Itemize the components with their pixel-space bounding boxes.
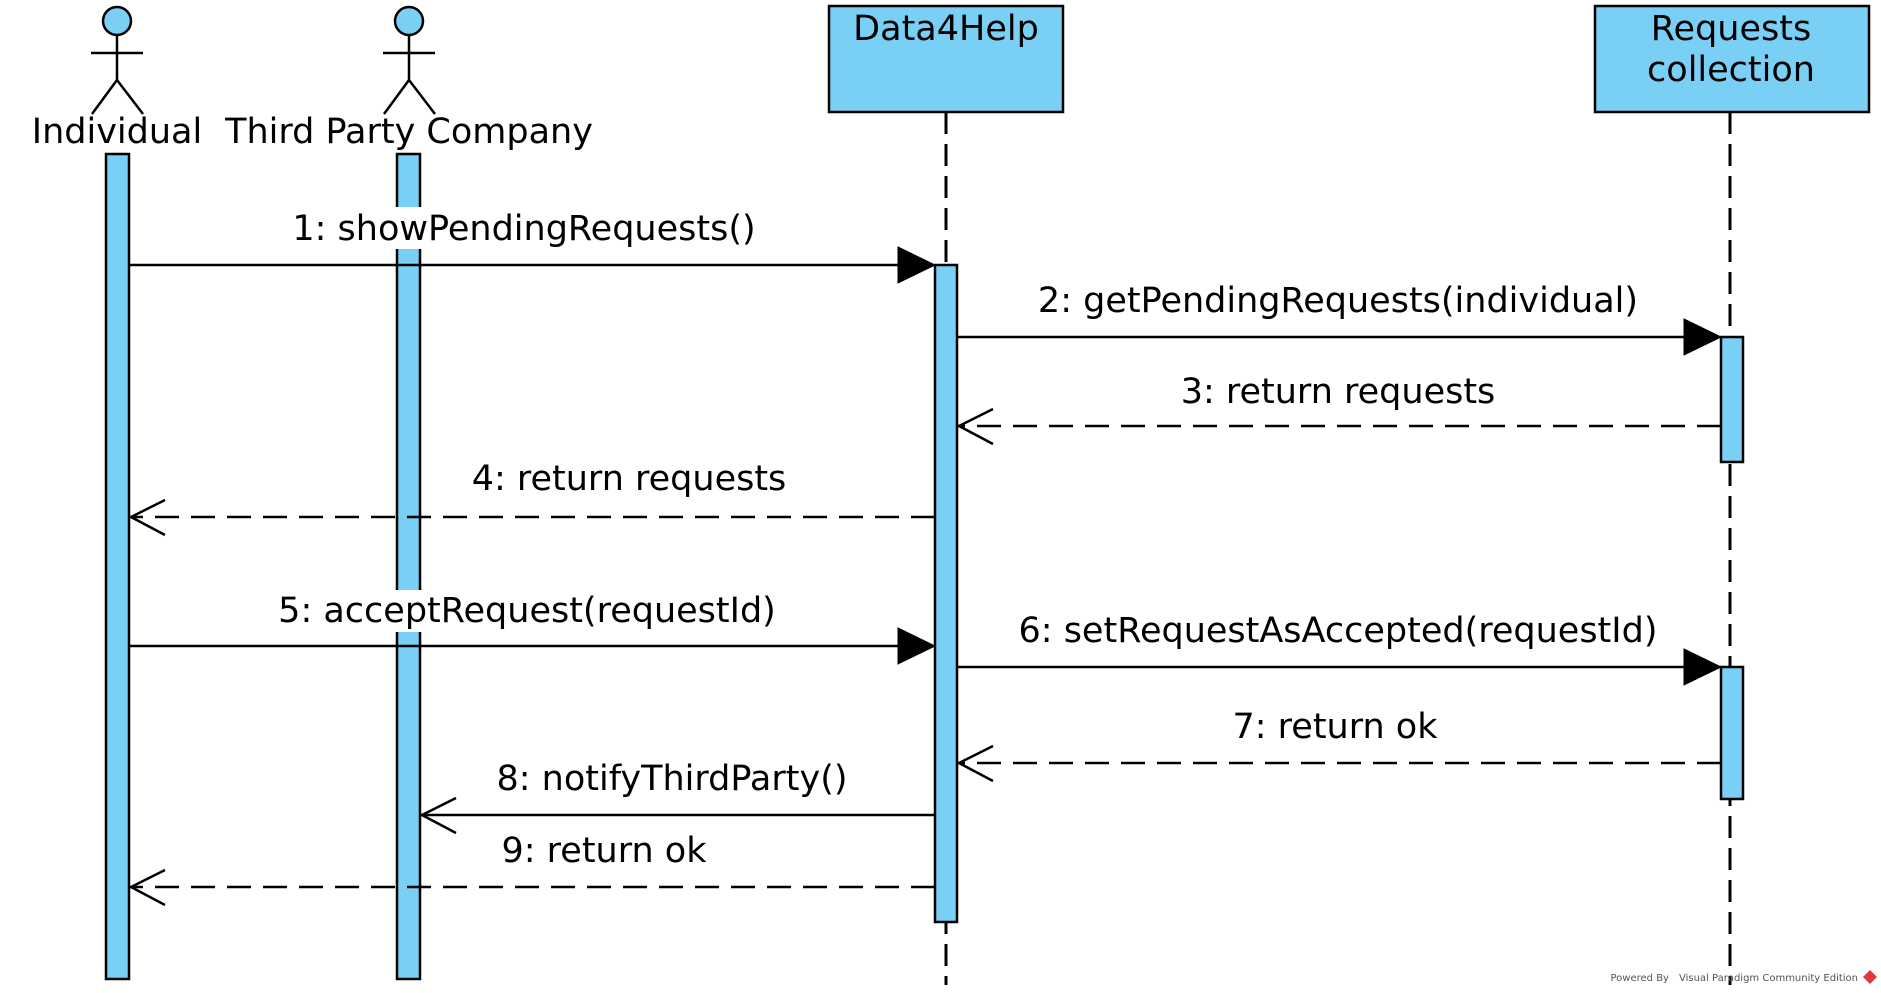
participant-label-individual: Individual	[32, 112, 202, 152]
open-arrowhead-icon	[956, 744, 994, 783]
open-arrowhead-icon	[128, 498, 166, 537]
activation-bar-individual	[104, 152, 131, 981]
participant-label-requests-line2: collection	[1647, 50, 1815, 90]
message-9: 9: return ok	[128, 831, 935, 907]
participant-label-requests-line1: Requests	[1651, 9, 1811, 49]
message-label: 9: return ok	[501, 831, 707, 871]
visual-paradigm-logo-icon	[1863, 970, 1877, 984]
message-5: 5: acceptRequest(requestId)	[129, 590, 937, 665]
message-4: 4: return requests	[128, 459, 935, 537]
message-label: 3: return requests	[1181, 372, 1496, 412]
message-6: 6: setRequestAsAccepted(requestId)	[957, 611, 1723, 686]
message-2: 2: getPendingRequests(individual)	[957, 281, 1723, 356]
open-arrowhead-icon	[419, 796, 457, 835]
message-label: 8: notifyThirdParty()	[496, 759, 847, 799]
filled-arrowhead-icon	[1683, 318, 1723, 356]
open-arrowhead-icon	[128, 868, 166, 907]
object-box	[1593, 4, 1871, 114]
filled-arrowhead-icon	[897, 627, 937, 665]
activation-bar-third-party-company	[395, 152, 422, 981]
message-label: 7: return ok	[1232, 707, 1438, 747]
object-data4help: Data4Help	[827, 4, 1065, 985]
message-3: 3: return requests	[956, 372, 1721, 446]
object-box	[827, 4, 1065, 114]
message-label: 1: showPendingRequests()	[292, 209, 755, 249]
actor-individual: Individual	[32, 5, 202, 152]
message-7: 7: return ok	[956, 707, 1721, 783]
actor-head-icon	[101, 5, 133, 37]
message-label: 2: getPendingRequests(individual)	[1038, 281, 1638, 321]
message-label: 4: return requests	[472, 459, 787, 499]
filled-arrowhead-icon	[1683, 648, 1723, 686]
participant-label-data4help: Data4Help	[853, 9, 1039, 49]
actor-head-icon	[393, 5, 425, 37]
object-requests-collection: Requests collection	[1593, 4, 1871, 985]
activation-bar-requests-1	[1719, 335, 1745, 464]
participant-label-third-party-company: Third Party Company	[224, 112, 593, 152]
message-1: 1: showPendingRequests()	[129, 207, 937, 284]
footer-watermark: Powered By Visual Paradigm Community Edi…	[1611, 970, 1877, 984]
actor-third-party-company: Third Party Company	[224, 5, 593, 152]
message-8: 8: notifyThirdParty()	[419, 759, 935, 835]
footer-text: Powered By Visual Paradigm Community Edi…	[1611, 973, 1859, 984]
activation-bar-data4help	[933, 263, 959, 924]
message-label: 5: acceptRequest(requestId)	[278, 591, 776, 631]
message-label: 6: setRequestAsAccepted(requestId)	[1019, 611, 1658, 651]
activation-bar-requests-2	[1719, 665, 1745, 801]
open-arrowhead-icon	[956, 407, 994, 446]
filled-arrowhead-icon	[897, 246, 937, 284]
